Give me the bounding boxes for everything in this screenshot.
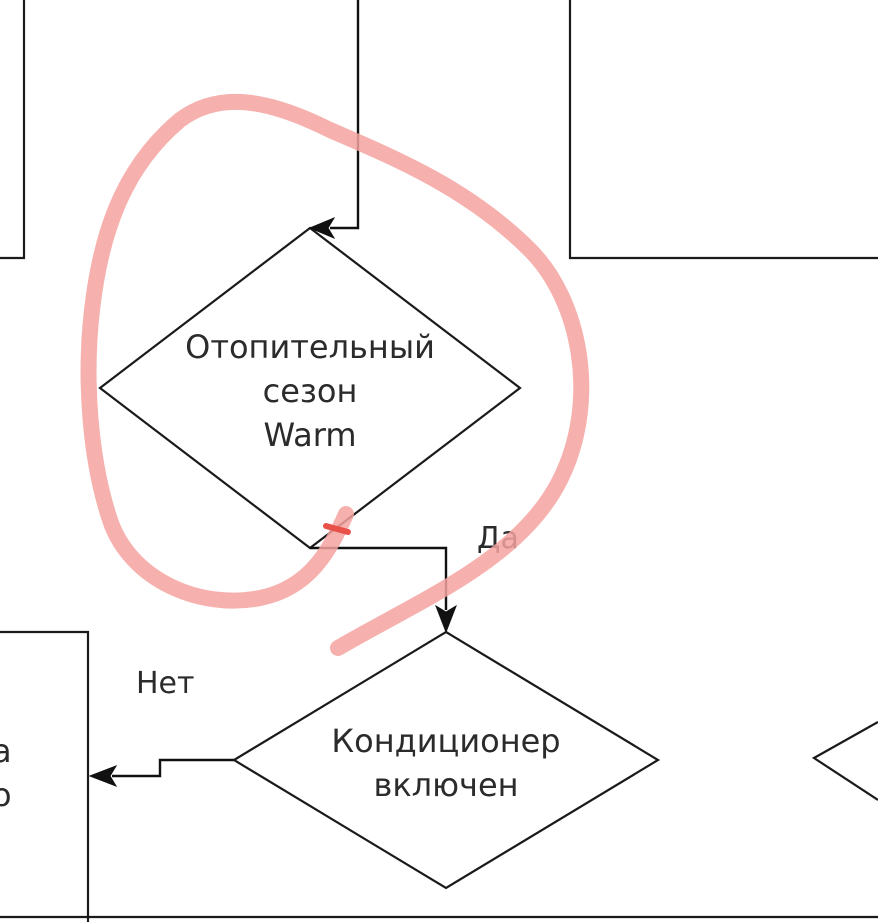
- decision-ac-line-2: включен: [373, 766, 518, 804]
- arrowhead-no: [88, 765, 118, 787]
- top-left-process-box: [0, 0, 26, 260]
- decision-heating-line-1: Отопительный: [185, 328, 435, 366]
- decision-ac-on[interactable]: [231, 630, 661, 890]
- arrowhead-yes: [435, 604, 457, 634]
- left-box-cut-text-2: о: [0, 776, 12, 814]
- decision-heating-line-2: сезон: [263, 372, 358, 410]
- decision-heating-line-3: Warm: [264, 416, 357, 454]
- highlight-annotation-stroke: [80, 93, 590, 656]
- highlight-annotation-mark: [323, 523, 351, 535]
- top-right-process-box: [568, 0, 878, 260]
- decision-ac-line-1: Кондиционер: [331, 722, 560, 760]
- bottom-left-process-box: [0, 630, 90, 922]
- right-partial-decision: [811, 721, 878, 801]
- edge-no: [112, 758, 234, 778]
- arrowhead-into-heating-decision: [308, 216, 336, 240]
- edge-into-heating-decision: [330, 0, 360, 230]
- left-box-cut-text-1: а: [0, 732, 12, 770]
- edge-label-no: Нет: [136, 666, 195, 701]
